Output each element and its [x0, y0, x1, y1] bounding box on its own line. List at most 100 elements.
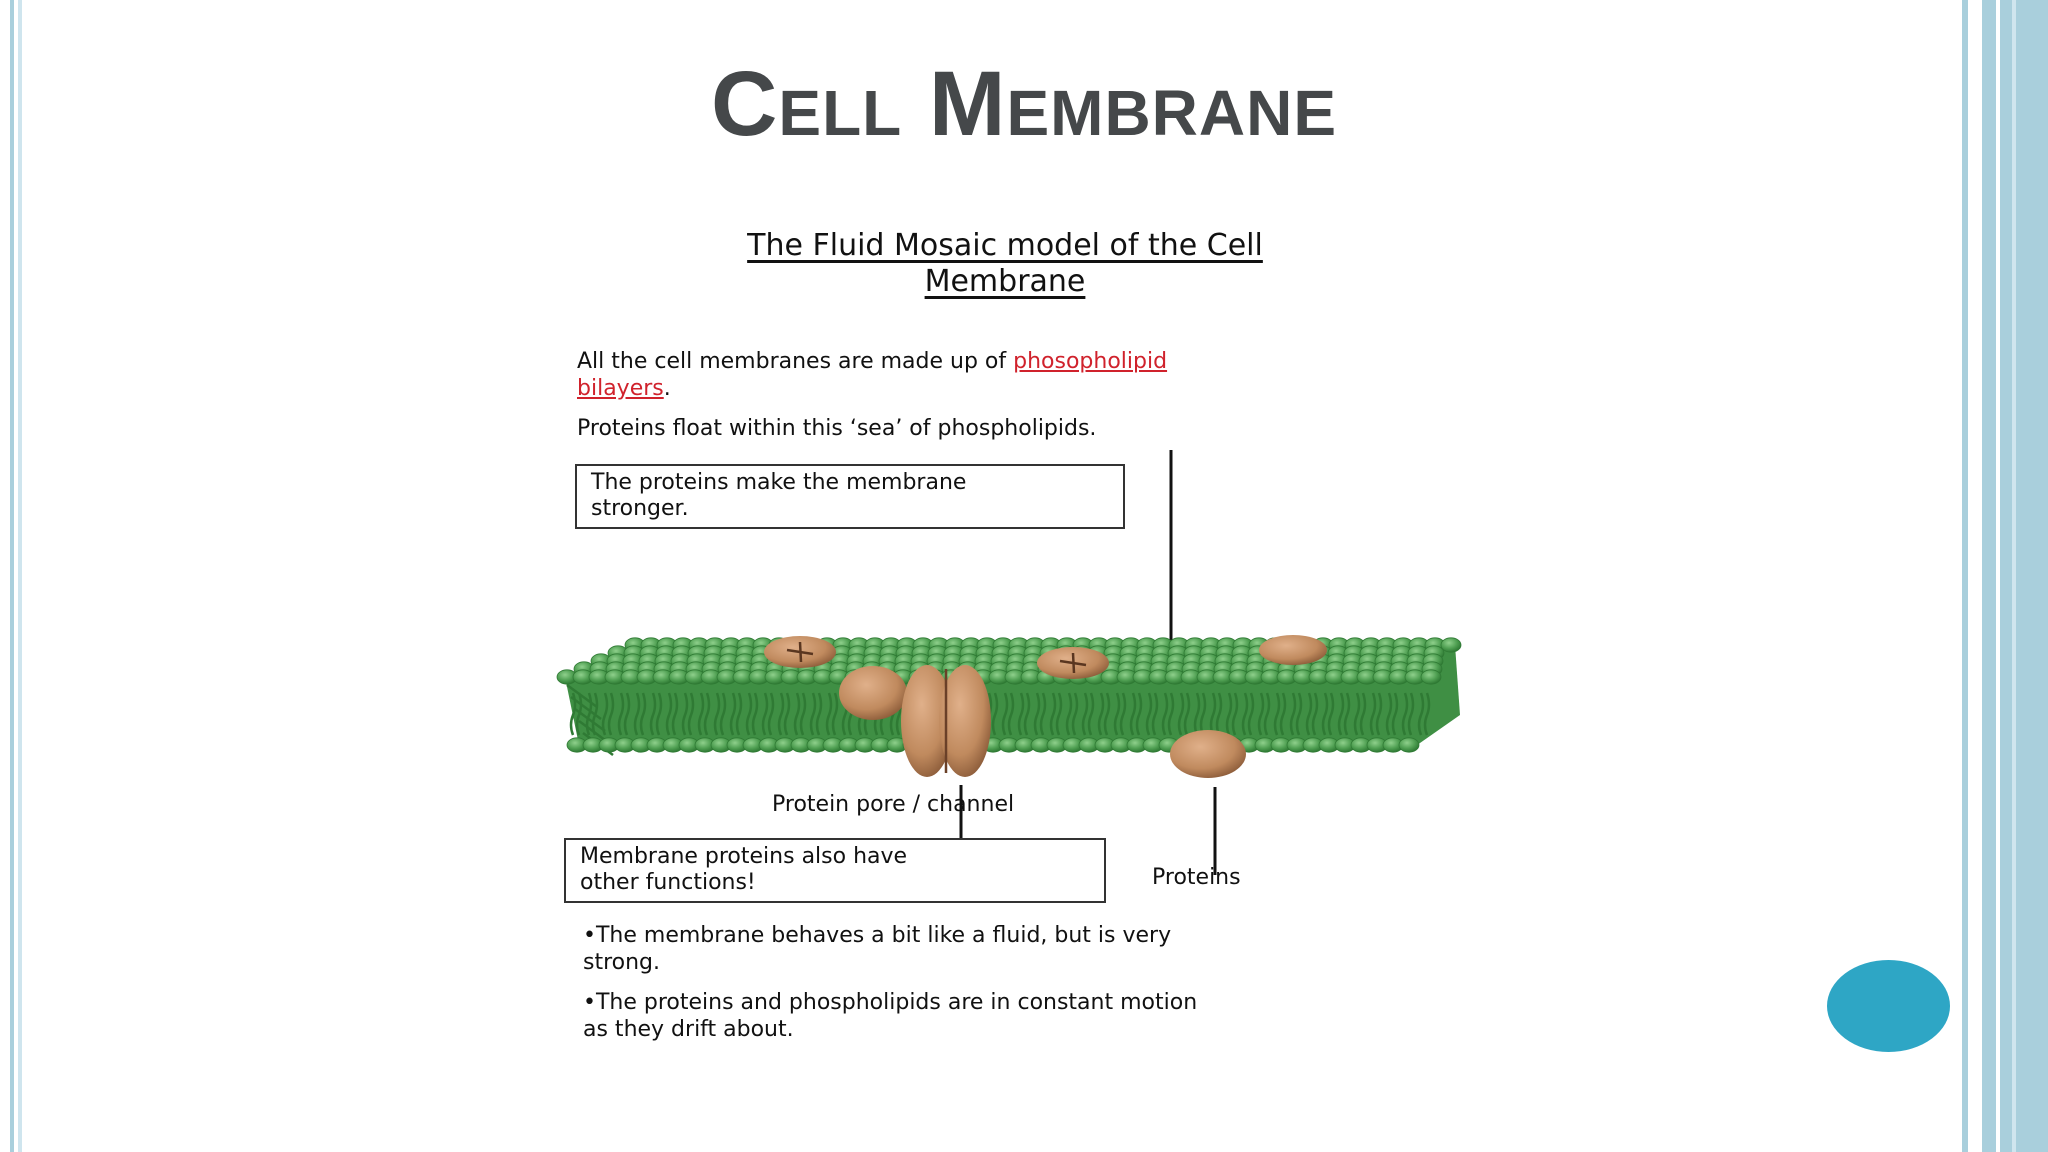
bullet-motion-line1: •The proteins and phospholipids are in c…	[583, 990, 1198, 1015]
lipid-tail	[623, 692, 631, 736]
lipid-tail	[1247, 692, 1255, 736]
protein-top-left-cross	[786, 641, 814, 663]
lipid-tail	[1407, 692, 1415, 736]
lipid-tail	[1215, 692, 1223, 736]
lipid-tail	[1343, 692, 1351, 736]
lipid-tail	[1327, 692, 1335, 736]
figure-heading-line2: Membrane	[924, 264, 1086, 299]
lipid-tail	[633, 692, 641, 736]
lipid-tail	[767, 692, 775, 736]
label-proteins: Proteins	[1152, 865, 1241, 890]
lipid-tail	[1103, 692, 1111, 736]
intro-prefix: All the cell membranes are made up of	[577, 349, 1014, 374]
frame-right-4	[1996, 0, 2000, 1152]
lipid-tail	[1087, 692, 1095, 736]
frame-right-2	[1972, 0, 1982, 1152]
box-functions-line2: other functions!	[580, 870, 756, 895]
box-functions-line1: Membrane proteins also have	[580, 844, 908, 869]
protein-top-right	[1259, 635, 1327, 665]
lipid-tail	[575, 692, 583, 736]
lipid-tail	[566, 683, 598, 709]
lipid-tail	[1129, 692, 1137, 736]
lipid-tail	[649, 692, 657, 736]
lipid-tail	[1161, 692, 1169, 736]
lipid-tail	[1417, 692, 1425, 736]
lipid-tail	[735, 692, 743, 736]
lipid-tail	[697, 692, 705, 736]
frame-left-inner	[18, 0, 22, 1152]
lipid-tail	[1337, 692, 1345, 736]
bullet-motion-line2: as they drift about.	[583, 1017, 794, 1042]
lipid-tail	[1071, 692, 1079, 736]
frame-right-5	[2000, 0, 2048, 1152]
lipid-tail	[1007, 692, 1015, 736]
lipid-tail	[655, 692, 663, 736]
lipid-tail	[831, 692, 839, 736]
lipid-tail	[570, 695, 602, 721]
lipid-head	[1440, 637, 1462, 653]
lipid-tail	[1225, 692, 1233, 736]
bullet-fluid-line2: strong.	[583, 950, 661, 975]
lipid-tail	[713, 692, 721, 736]
protein-embedded	[839, 666, 907, 720]
lipid-tail	[1263, 692, 1271, 736]
lipid-tail	[1033, 692, 1041, 736]
lipid-tail	[665, 692, 673, 736]
lipid-tail	[1049, 692, 1057, 736]
lipid-tail	[1305, 692, 1313, 736]
lipid-tail	[607, 692, 615, 736]
lipid-tail	[1145, 692, 1153, 736]
lipid-tail	[1321, 692, 1329, 736]
lipid-tail	[1369, 692, 1377, 736]
lipid-tail	[777, 692, 785, 736]
slide-title: Cell Membrane	[710, 53, 1338, 155]
lipid-tail	[719, 692, 727, 736]
lipid-tail	[1295, 692, 1303, 736]
lipid-tail	[1151, 692, 1159, 736]
lipid-tail	[1199, 692, 1207, 736]
bullet-motion: •The proteins and phospholipids are in c…	[583, 989, 1197, 1043]
lipid-tail	[1065, 692, 1073, 736]
lipid-heads-bottom	[566, 737, 1420, 753]
lipid-tail	[1289, 692, 1297, 736]
intro-text: All the cell membranes are made up of ph…	[577, 348, 1167, 402]
lipid-tail	[1183, 692, 1191, 736]
lipid-tail	[745, 692, 753, 736]
lipid-tail	[1055, 692, 1063, 736]
lipid-tail	[991, 692, 999, 736]
lipid-tail	[1423, 692, 1431, 736]
lipid-tail	[703, 692, 711, 736]
lipid-tail	[1119, 692, 1127, 736]
frame-left-outer	[10, 0, 14, 1152]
intro-link-line2[interactable]: bilayers	[577, 376, 664, 401]
next-slide-button[interactable]	[1827, 960, 1950, 1052]
lipid-tail	[681, 692, 689, 736]
lipid-tail	[671, 692, 679, 736]
protein-top-middle-cross	[1059, 652, 1087, 674]
lipid-tail	[1279, 692, 1287, 736]
lipid-tail	[1209, 692, 1217, 736]
intro-link-line1[interactable]: phosopholipid	[1013, 349, 1168, 374]
box-stronger-line2: stronger.	[591, 496, 689, 521]
lipid-tail	[617, 692, 625, 736]
lipid-tail	[1135, 692, 1143, 736]
lipid-tail	[1241, 692, 1249, 736]
protein-channel	[901, 665, 991, 777]
label-protein-pore: Protein pore / channel	[772, 792, 1015, 817]
lipid-tail	[1359, 692, 1367, 736]
membrane-figure: The Fluid Mosaic model of the Cell Membr…	[555, 205, 1490, 1152]
lipid-tail	[799, 692, 807, 736]
protein-bottom	[1170, 730, 1246, 778]
lipid-tail	[1039, 692, 1047, 736]
lipid-tail	[1353, 692, 1361, 736]
lipid-tail	[1081, 692, 1089, 736]
lipid-tail	[1193, 692, 1201, 736]
lipid-tail	[687, 692, 695, 736]
bullet-fluid-line1: •The membrane behaves a bit like a fluid…	[583, 923, 1172, 948]
figure-heading-line1: The Fluid Mosaic model of the Cell	[747, 228, 1263, 263]
bullet-fluid: •The membrane behaves a bit like a fluid…	[583, 922, 1171, 976]
box-functions: Membrane proteins also have other functi…	[564, 838, 1106, 903]
lipid-tail	[1113, 692, 1121, 736]
lipid-tail	[1231, 692, 1239, 736]
frame-right-1	[1962, 0, 1968, 1152]
